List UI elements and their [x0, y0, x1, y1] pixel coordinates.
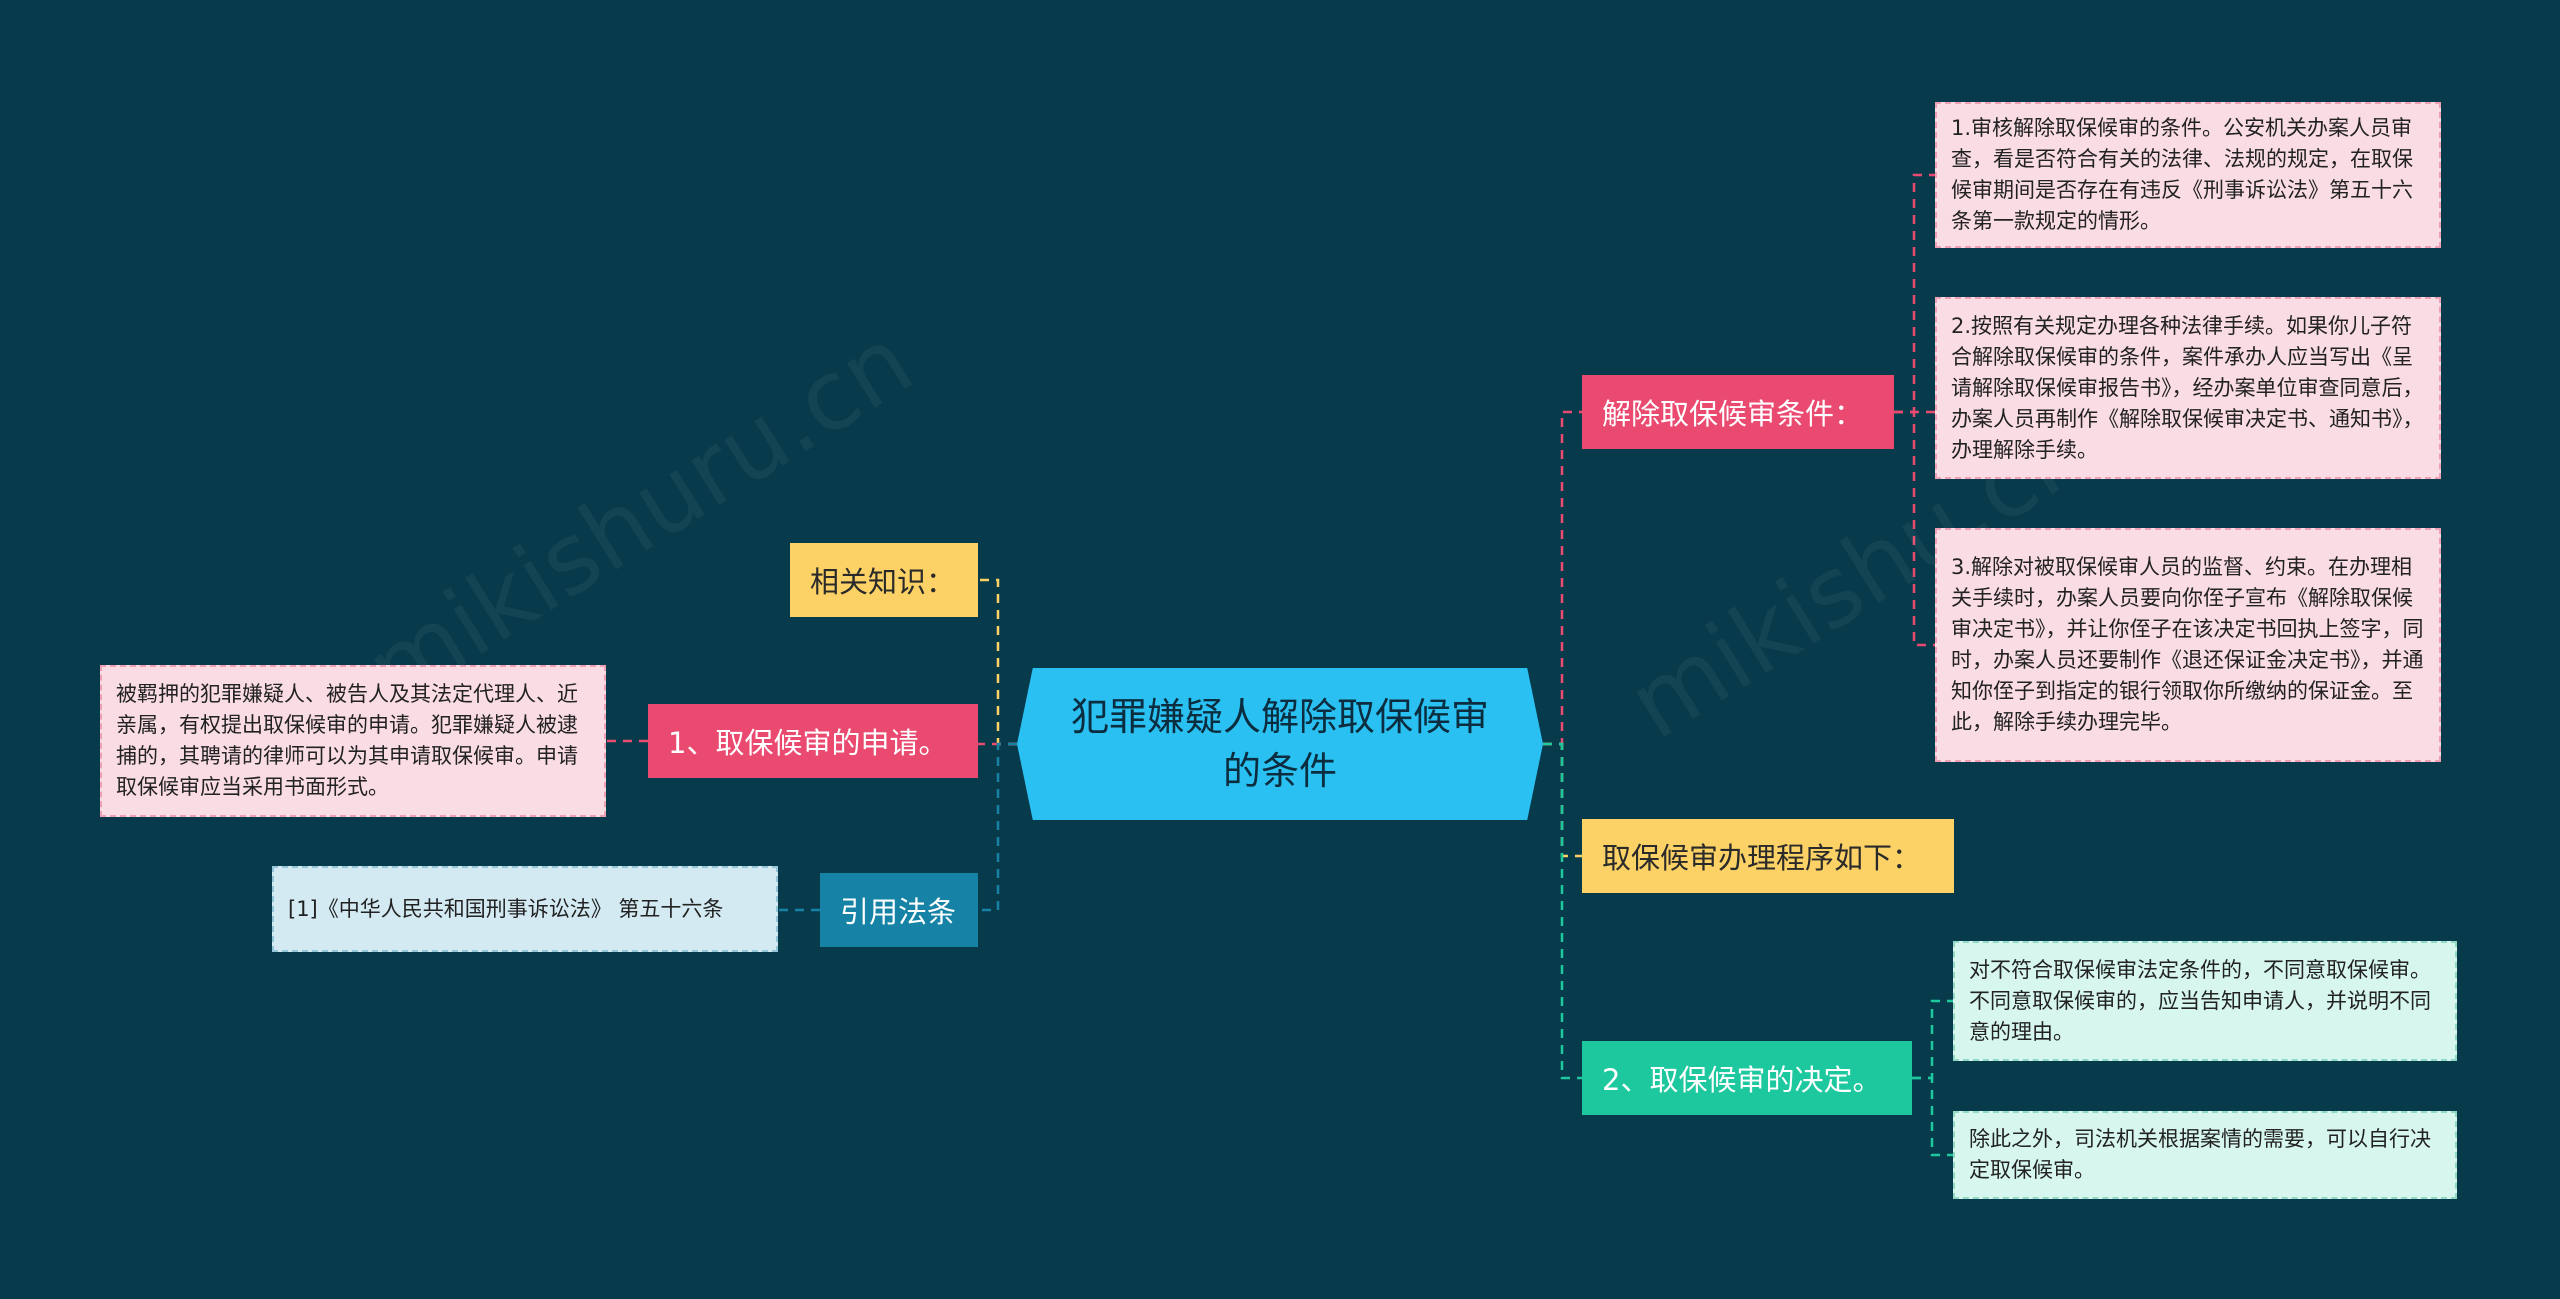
leaf-text: 1.审核解除取保候审的条件。公安机关办案人员审查，看是否符合有关的法律、法规的规…	[1951, 116, 2413, 233]
leaf-decision-2[interactable]: 除此之外，司法机关根据案情的需要，可以自行决定取保候审。	[1953, 1111, 2457, 1199]
branch-label: 解除取保候审条件：	[1602, 397, 1864, 431]
root-node[interactable]: 犯罪嫌疑人解除取保候审的条件	[1017, 668, 1543, 820]
root-title: 犯罪嫌疑人解除取保候审的条件	[1070, 695, 1489, 793]
branch-procedure[interactable]: 取保候审办理程序如下：	[1582, 819, 1954, 893]
leaf-cancel-condition-3[interactable]: 3.解除对被取保候审人员的监督、约束。在办理相关手续时，办案人员要向你侄子宣布《…	[1935, 528, 2441, 762]
leaf-application-1[interactable]: 被羁押的犯罪嫌疑人、被告人及其法定代理人、近亲属，有权提出取保候审的申请。犯罪嫌…	[100, 665, 606, 817]
branch-label: 1、取保候审的申请。	[668, 726, 948, 760]
leaf-text: 对不符合取保候审法定条件的，不同意取保候审。不同意取保候审的，应当告知申请人，并…	[1969, 957, 2431, 1044]
link-decision-leaf-2	[1912, 1076, 1953, 1157]
branch-label: 引用法条	[840, 895, 957, 929]
leaf-cited-law-1[interactable]: [1]《中华人民共和国刑事诉讼法》 第五十六条	[272, 866, 778, 952]
link-root-cancel	[1543, 410, 1582, 746]
link-root-law	[978, 742, 1017, 912]
link-decision-leaf-1	[1912, 999, 1953, 1080]
leaf-cancel-condition-1[interactable]: 1.审核解除取保候审的条件。公安机关办案人员审查，看是否符合有关的法律、法规的规…	[1935, 102, 2441, 248]
branch-cited-law[interactable]: 引用法条	[820, 873, 978, 947]
leaf-text: 被羁押的犯罪嫌疑人、被告人及其法定代理人、近亲属，有权提出取保候审的申请。犯罪嫌…	[116, 682, 578, 799]
branch-label: 2、取保候审的决定。	[1602, 1063, 1882, 1097]
branch-label: 取保候审办理程序如下：	[1602, 841, 1922, 875]
leaf-text: 2.按照有关规定办理各种法律手续。如果你儿子符合解除取保候审的条件，案件承办人应…	[1951, 313, 2424, 462]
link-root-knowledge	[978, 578, 1017, 746]
leaf-text: 3.解除对被取保候审人员的监督、约束。在办理相关手续时，办案人员要向你侄子宣布《…	[1951, 555, 2424, 734]
link-cancel-leaf-3	[1894, 410, 1935, 647]
branch-application[interactable]: 1、取保候审的申请。	[648, 704, 978, 778]
branch-label: 相关知识：	[810, 565, 956, 599]
branch-cancel-conditions[interactable]: 解除取保候审条件：	[1582, 375, 1894, 449]
leaf-cancel-condition-2[interactable]: 2.按照有关规定办理各种法律手续。如果你儿子符合解除取保候审的条件，案件承办人应…	[1935, 297, 2441, 479]
leaf-text: [1]《中华人民共和国刑事诉讼法》 第五十六条	[288, 896, 724, 921]
link-root-decision	[1543, 742, 1582, 1080]
branch-decision[interactable]: 2、取保候审的决定。	[1582, 1041, 1912, 1115]
branch-related-knowledge[interactable]: 相关知识：	[790, 543, 978, 617]
link-cancel-leaf-1	[1894, 173, 1935, 414]
leaf-text: 除此之外，司法机关根据案情的需要，可以自行决定取保候审。	[1969, 1127, 2431, 1182]
leaf-decision-1[interactable]: 对不符合取保候审法定条件的，不同意取保候审。不同意取保候审的，应当告知申请人，并…	[1953, 941, 2457, 1061]
